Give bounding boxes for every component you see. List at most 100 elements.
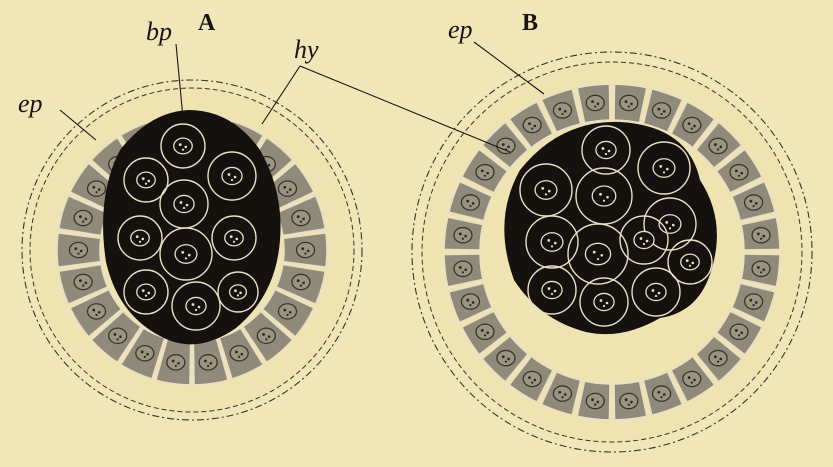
nucleolus — [183, 207, 185, 209]
nucleolus — [80, 250, 83, 253]
nucleolus — [688, 376, 691, 379]
nucleolus — [185, 257, 187, 259]
nucleolus — [239, 292, 242, 295]
nucleolus — [462, 271, 464, 273]
nucleolus — [714, 143, 717, 146]
nucleus — [257, 328, 275, 343]
nucleolus — [597, 258, 599, 260]
nucleolus — [686, 259, 689, 262]
nucleolus — [297, 279, 300, 282]
nucleolus — [594, 404, 596, 406]
nucleolus — [235, 350, 238, 353]
nucleolus — [652, 289, 655, 292]
nucleolus — [207, 365, 209, 367]
nucleolus — [188, 254, 191, 257]
nucleolus — [558, 391, 561, 394]
nucleus — [70, 242, 88, 257]
nucleolus — [95, 314, 97, 316]
nucleolus — [74, 247, 77, 250]
nucleolus — [145, 295, 147, 297]
nucleolus — [561, 396, 563, 398]
nucleus — [292, 274, 310, 289]
nucleolus — [233, 241, 235, 243]
nucleus — [174, 195, 194, 212]
nucleolus — [486, 331, 489, 334]
nucleolus — [300, 221, 302, 223]
nucleolus — [98, 188, 101, 191]
nucleus — [683, 117, 701, 132]
nucleus — [476, 165, 494, 180]
nucleolus — [472, 202, 475, 205]
nucleolus — [628, 105, 630, 107]
nucleus — [730, 165, 748, 180]
nucleolus — [740, 331, 743, 334]
nucleolus — [531, 127, 533, 129]
nucleolus — [528, 376, 531, 379]
nucleolus — [92, 186, 95, 189]
nucleolus — [600, 254, 603, 257]
nucleolus — [738, 334, 740, 336]
nucleus — [553, 386, 571, 401]
nucleolus — [591, 100, 594, 103]
nucleolus — [693, 125, 696, 128]
nucleolus — [486, 172, 489, 175]
nucleus — [709, 350, 727, 365]
nucleus — [620, 95, 638, 110]
nucleolus — [762, 268, 765, 271]
nucleolus — [561, 113, 563, 115]
nucleus — [88, 304, 106, 319]
nucleolus — [172, 360, 175, 363]
nucleus — [497, 350, 515, 365]
nucleolus — [658, 292, 661, 295]
nucleolus — [238, 356, 240, 358]
nucleolus — [602, 147, 605, 150]
nucleolus — [752, 304, 754, 306]
nucleus — [585, 243, 610, 264]
nucleolus — [564, 110, 567, 113]
nucleolus — [79, 279, 82, 282]
nucleolus — [547, 239, 550, 242]
nucleolus — [181, 251, 184, 254]
nucleolus — [564, 393, 567, 396]
nucleolus — [139, 241, 141, 243]
nucleolus — [603, 200, 605, 202]
nucleolus — [666, 168, 669, 171]
nucleolus — [142, 289, 145, 292]
nucleus — [586, 393, 604, 408]
nucleolus — [541, 187, 544, 190]
nucleolus — [665, 221, 668, 224]
nucleolus — [672, 224, 675, 227]
nucleolus — [231, 179, 233, 181]
nucleolus — [591, 398, 594, 401]
nucleolus — [180, 201, 183, 204]
nucleolus — [146, 353, 149, 356]
nucleolus — [84, 282, 87, 285]
nucleus — [592, 186, 616, 206]
nucleus — [109, 328, 127, 343]
nucleus — [136, 346, 154, 361]
nucleolus — [669, 227, 671, 229]
nucleus — [653, 103, 671, 118]
nucleus — [730, 324, 748, 339]
nucleolus — [464, 268, 467, 271]
nucleolus — [659, 165, 662, 168]
nucleolus — [198, 306, 201, 309]
nucleolus — [625, 398, 628, 401]
nucleolus — [204, 360, 207, 363]
nucleolus — [762, 235, 765, 238]
nucleolus — [643, 243, 645, 245]
nucleolus — [597, 401, 600, 404]
nucleolus — [657, 391, 660, 394]
nucleus — [88, 181, 106, 196]
nucleus — [292, 210, 310, 225]
nucleolus — [228, 173, 231, 176]
nucleolus — [531, 382, 533, 384]
nucleolus — [755, 202, 758, 205]
nucleus — [523, 117, 541, 132]
label-ep-b: ep — [448, 15, 473, 44]
nucleus — [461, 294, 479, 309]
nucleus — [230, 346, 248, 361]
nucleolus — [141, 350, 144, 353]
nucleolus — [558, 108, 561, 111]
